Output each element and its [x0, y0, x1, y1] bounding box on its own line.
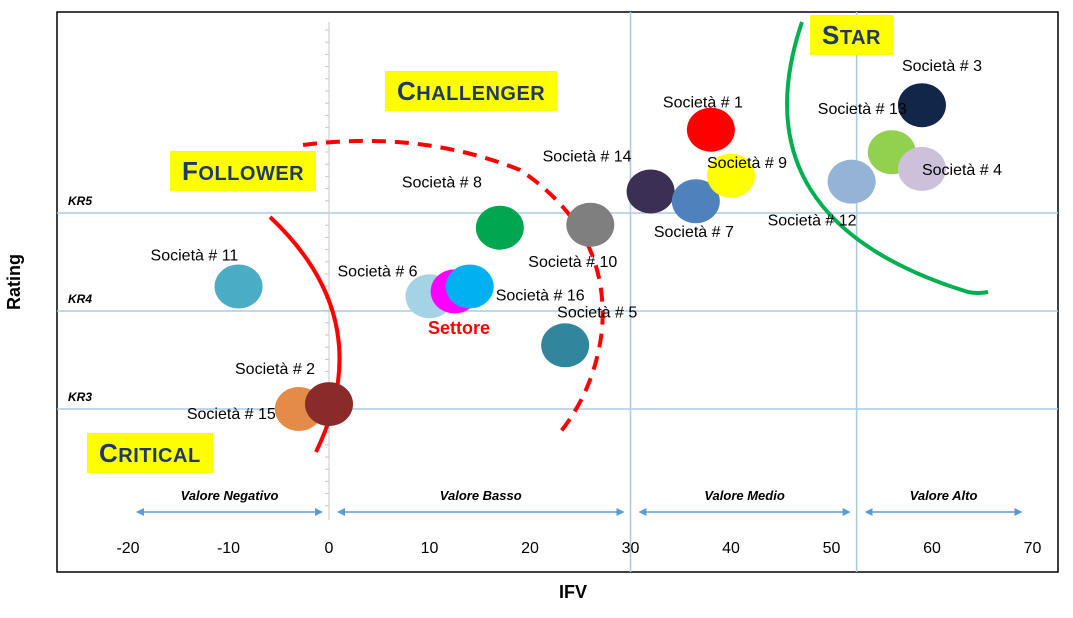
kr-label: KR3	[68, 390, 92, 404]
point-label: Società # 16	[496, 288, 585, 305]
kr-label: KR4	[68, 292, 92, 306]
point-label: Società # 13	[818, 101, 907, 118]
data-point	[214, 264, 263, 309]
data-point	[305, 382, 353, 427]
point-label: Società # 1	[663, 95, 743, 112]
data-point	[475, 205, 524, 250]
x-tick-label: 10	[421, 540, 439, 557]
point-label: Società # 5	[557, 304, 637, 321]
point-label: Società # 11	[151, 248, 239, 265]
data-point	[707, 153, 755, 198]
point-label: Società # 10	[528, 254, 617, 271]
x-tick-label: 30	[622, 540, 640, 557]
point-label: Società # 15	[187, 406, 276, 423]
quadrant-critical: CRITICAL	[87, 433, 213, 473]
point-label: Società # 7	[654, 224, 734, 241]
value-band-label: Valore Alto	[910, 488, 978, 503]
point-label: Società # 14	[543, 148, 632, 165]
x-tick-label: 50	[823, 540, 841, 557]
value-band-label: Valore Basso	[440, 488, 522, 503]
point-label: Società # 3	[902, 58, 982, 75]
quadrant-challenger: CHALLENGER	[385, 71, 558, 111]
data-point	[541, 323, 590, 368]
quadrant-follower: FOLLOWER	[170, 151, 317, 191]
x-tick-label: 0	[325, 540, 334, 557]
x-tick-label: -10	[217, 540, 240, 557]
settore-arc	[302, 138, 605, 437]
kr-label: KR5	[68, 194, 92, 208]
point-label: Società # 9	[707, 155, 787, 172]
x-axis-title: IFV	[559, 582, 588, 602]
settore-label: Settore	[428, 318, 490, 338]
data-point	[566, 202, 615, 247]
point-label: Società # 6	[338, 263, 418, 280]
point-label: Società # 12	[768, 213, 857, 230]
value-band-label: Valore Medio	[704, 488, 784, 503]
y-axis-title: Rating	[4, 254, 24, 310]
data-point	[445, 264, 494, 309]
data-point	[897, 146, 946, 191]
value-band-label: Valore Negativo	[181, 488, 279, 503]
point-label: Società # 2	[235, 361, 315, 378]
x-tick-label: -20	[116, 540, 139, 557]
star-arc	[785, 21, 989, 295]
x-tick-label: 20	[521, 540, 539, 557]
data-point	[897, 83, 946, 128]
point-label: Società # 8	[402, 175, 482, 192]
data-point	[626, 169, 675, 214]
x-tick-label: 40	[722, 540, 740, 557]
quadrant-star: STAR	[810, 15, 893, 55]
data-point	[827, 159, 876, 204]
data-point	[686, 107, 735, 152]
x-tick-label: 60	[923, 540, 941, 557]
point-label: Società # 4	[922, 162, 1002, 179]
x-tick-label: 70	[1024, 540, 1042, 557]
data-point	[671, 179, 720, 224]
